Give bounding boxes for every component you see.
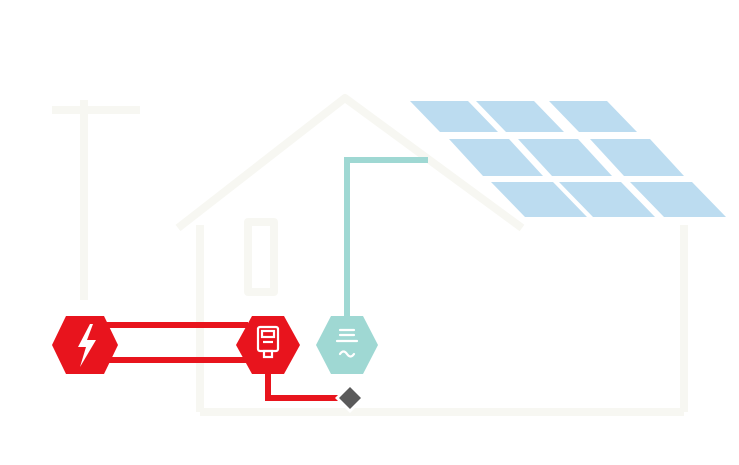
junction-diamond-icon (335, 383, 365, 413)
meter-node (236, 316, 300, 374)
grid-node (52, 316, 118, 374)
solar-panel-icon (549, 101, 637, 132)
house-outline (52, 94, 688, 416)
solar-panel-icon (476, 101, 564, 132)
solar-panel-icon (590, 139, 684, 176)
junction-diamond-inner (339, 387, 361, 409)
electric-meter-icon (256, 325, 280, 359)
meter-to-junction-cable (265, 368, 338, 401)
solar-panel-icon (630, 182, 726, 217)
solar-panel-icon (559, 182, 655, 217)
grid-cables (100, 322, 338, 401)
inverter-hexagon (316, 316, 378, 374)
solar-panel-icon (449, 139, 543, 176)
lightning-bolt-icon (78, 324, 96, 367)
solar-panel-icon (491, 182, 587, 217)
meter-hexagon (236, 316, 300, 374)
house-roof-outline (175, 94, 525, 232)
array-to-inverter-cable (344, 157, 428, 318)
solar-panel-icon (518, 139, 612, 176)
inverter-icon (335, 328, 359, 358)
inverter-node (316, 316, 378, 374)
house-door-outline (244, 218, 278, 296)
solar-panel-array (410, 101, 726, 217)
solar-panel-icon (410, 101, 498, 132)
